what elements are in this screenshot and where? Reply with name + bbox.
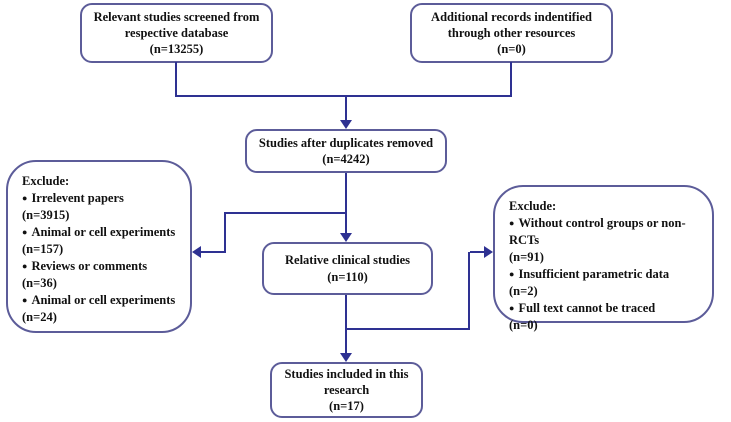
arrowhead-into-exclude-left [192,246,201,258]
exclude-item-count: (n=36) [22,276,57,290]
bullet-icon: ● [22,227,28,237]
box-text-line: respective database [124,25,229,40]
connector-to-duplicates [345,97,347,122]
exclude-item-count: (n=3915) [22,208,70,222]
box-text-line: Relevant studies screened from [93,9,260,24]
box-exclude-left: Exclude: ●Irrelevent papers (n=3915) ●An… [6,160,192,333]
connector-merge-horizontal [175,95,512,97]
box-text-line: Studies included in this [284,366,409,381]
connector-relative-to-included [345,295,347,354]
box-text-line: Studies after duplicates removed [258,135,434,150]
bullet-icon: ● [509,303,515,313]
box-count: (n=17) [329,399,364,414]
arrowhead-into-duplicates [340,120,352,129]
exclude-item-label: Reviews or comments [31,259,148,273]
connector-into-exclude-left [200,251,226,253]
connector-additional-down [510,62,512,97]
arrowhead-into-included [340,353,352,362]
connector-branch-left-vertical [224,212,226,253]
exclude-left-body: Exclude: ●Irrelevent papers (n=3915) ●An… [14,164,177,330]
box-text-line: Relative clinical studies [285,253,410,268]
box-studies-screened: Relevant studies screened from respectiv… [80,3,273,63]
connector-screened-down [175,62,177,97]
box-relative-clinical: Relative clinical studies (n=110) [262,242,433,295]
box-count: (n=0) [497,42,526,57]
bullet-icon: ● [509,269,515,279]
bullet-icon: ● [22,193,28,203]
exclude-item-label: Animal or cell experiments [31,225,176,239]
arrowhead-into-relative [340,233,352,242]
exclude-item-label: Without control groups or non-RCTs [509,216,686,247]
box-count: (n=13255) [149,42,204,57]
box-text-line: Additional records indentified [431,9,592,24]
connector-branch-right-horizontal [345,328,470,330]
exclude-item: ●Animal or cell experiments [22,292,175,309]
exclude-item-count: (n=0) [509,318,538,332]
bullet-icon: ● [22,261,28,271]
exclude-item-label: Insufficient parametric data [518,267,670,281]
exclude-item-count: (n=91) [509,250,544,264]
arrowhead-into-exclude-right [484,246,493,258]
exclude-title: Exclude: [22,174,70,188]
exclude-item-count: (n=24) [22,310,57,324]
connector-into-exclude-right [470,251,485,253]
exclude-right-body: Exclude: ●Without control groups or non-… [501,189,706,338]
exclude-item-count: (n=157) [22,242,64,256]
exclude-item-label: Animal or cell experiments [31,293,176,307]
box-text-line: research [323,382,370,397]
box-studies-included: Studies included in this research (n=17) [270,362,423,418]
connector-duplicates-to-relative [345,173,347,234]
box-additional-records: Additional records indentified through o… [410,3,613,63]
box-exclude-right: Exclude: ●Without control groups or non-… [493,185,714,332]
connector-branch-left-horizontal [225,212,346,214]
exclude-item-label: Irrelevent papers [31,191,124,205]
exclude-item: ●Animal or cell experiments [22,224,175,241]
exclude-item: ●Insufficient parametric data [509,266,704,283]
exclude-item-count: (n=2) [509,284,538,298]
exclude-item: ●Without control groups or non-RCTs [509,215,704,249]
connector-branch-right-vertical [468,252,470,330]
exclude-item-label: Full text cannot be traced [518,301,656,315]
bullet-icon: ● [509,218,515,228]
box-text-line: through other resources [447,25,576,40]
exclude-item: ●Full text cannot be traced [509,300,704,317]
exclude-item: ●Reviews or comments [22,258,175,275]
exclude-item: ●Irrelevent papers [22,190,175,207]
box-duplicates-removed: Studies after duplicates removed (n=4242… [245,129,447,173]
bullet-icon: ● [22,295,28,305]
box-count: (n=4242) [322,152,370,166]
exclude-title: Exclude: [509,199,557,213]
box-count: (n=110) [327,269,368,284]
